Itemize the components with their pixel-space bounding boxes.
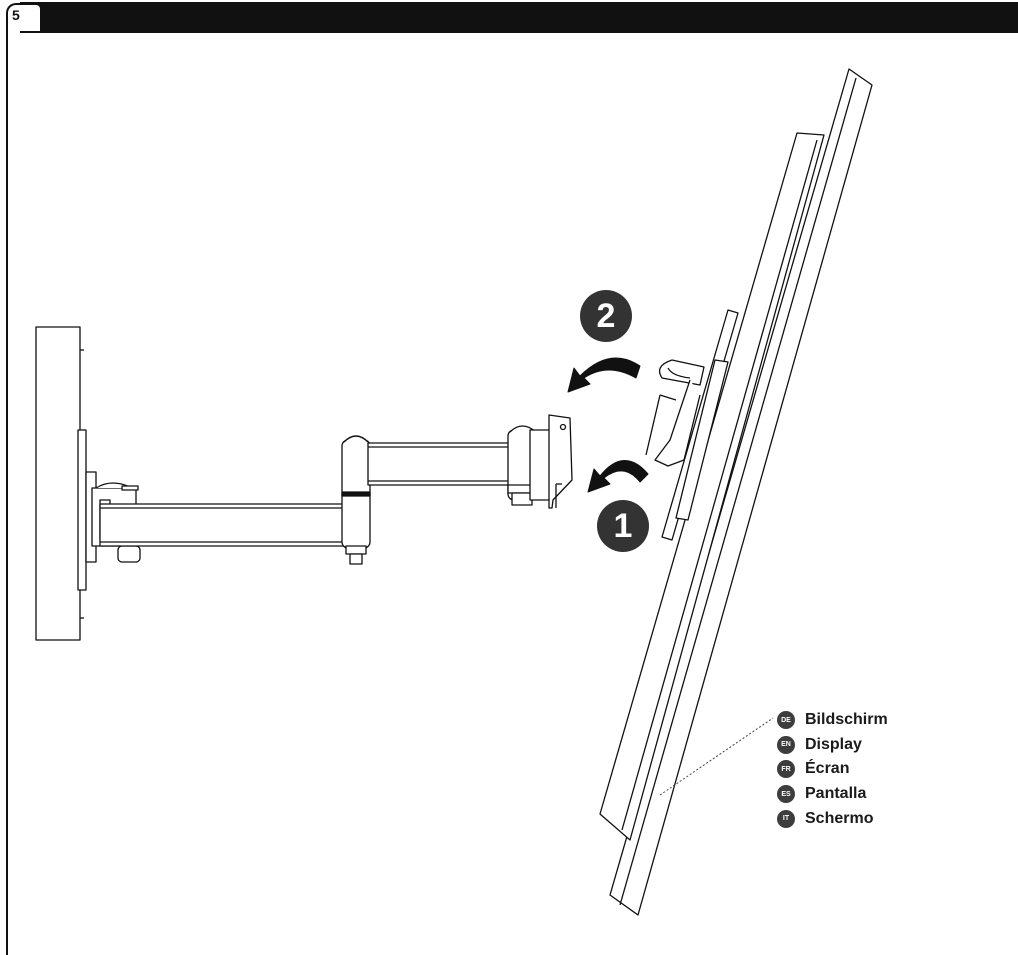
- display-legend: DE Bildschirm EN Display FR Écran ES Pan…: [777, 708, 1007, 831]
- legend-label-de: Bildschirm: [805, 711, 888, 729]
- upper-arm: [367, 442, 521, 486]
- language-badge-es: ES: [777, 785, 795, 804]
- legend-item-fr: FR Écran: [777, 757, 1007, 782]
- legend-item-en: EN Display: [777, 733, 1007, 758]
- legend-label-it: Schermo: [805, 809, 874, 827]
- arrow-2-icon: [567, 357, 641, 393]
- arrow-1-icon: [587, 460, 649, 493]
- display-leader-line: [659, 717, 774, 796]
- language-badge-de: DE: [777, 711, 795, 730]
- side-rule: [6, 31, 8, 955]
- wall-plate: [35, 326, 97, 641]
- legend-label-en: Display: [805, 735, 862, 753]
- callout-2: 2: [580, 290, 632, 342]
- legend-label-fr: Écran: [805, 760, 850, 778]
- callout-1-label: 1: [613, 506, 633, 545]
- legend-item-it: IT Schermo: [777, 806, 1007, 831]
- legend-item-de: DE Bildschirm: [777, 708, 1007, 733]
- receiving-bracket: [548, 414, 573, 509]
- callout-2-label: 2: [596, 296, 616, 335]
- display: [599, 68, 873, 916]
- tilt-head: [507, 425, 551, 506]
- step-number: 5: [12, 7, 20, 23]
- language-badge-fr: FR: [777, 760, 795, 779]
- display-mount: [645, 309, 739, 541]
- legend-item-es: ES Pantalla: [777, 782, 1007, 807]
- middle-hinge: [341, 435, 371, 565]
- callout-1: 1: [597, 500, 649, 552]
- language-badge-en: EN: [777, 735, 795, 754]
- language-badge-it: IT: [777, 809, 795, 828]
- header-bar: [20, 2, 1018, 33]
- legend-label-es: Pantalla: [805, 785, 867, 803]
- step-tab: [6, 3, 42, 31]
- lower-arm: [99, 503, 351, 547]
